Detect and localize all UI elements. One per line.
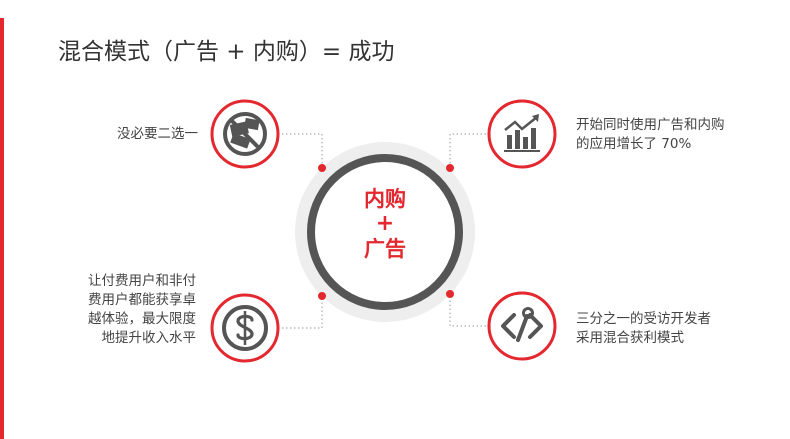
- label-line: 越体验，最大限度: [88, 311, 196, 327]
- label-top-left-text: 没必要二选一: [117, 126, 198, 142]
- dot-bottom-left: [318, 292, 326, 300]
- center-top-text: 内购: [364, 187, 406, 211]
- connector-top-left: [278, 133, 323, 168]
- dollar-coin-icon: [222, 305, 268, 351]
- connector-bottom-left: [278, 296, 323, 329]
- connector-bottom-right: [449, 294, 490, 327]
- label-bottom-right: 三分之一的受访开发者 采用混合获利模式: [576, 310, 711, 348]
- icon-ring-top-right: [487, 99, 557, 169]
- accent-bar: [0, 18, 4, 439]
- label-line: 地提升收入水平: [101, 330, 197, 346]
- label-line: 的应用增长了 70%: [576, 136, 692, 152]
- center-plus: +: [375, 211, 395, 236]
- label-line: 费用户都能获享卓: [88, 292, 196, 308]
- label-line: 让付费用户和非付: [88, 273, 196, 289]
- dot-top-left: [318, 164, 326, 172]
- label-bottom-left: 让付费用户和非付 费用户都能获享卓 越体验，最大限度 地提升收入水平: [88, 272, 196, 348]
- label-line: 采用混合获利模式: [576, 330, 684, 346]
- connector-top-right: [449, 133, 490, 168]
- page-title: 混合模式（广告 + 内购）= 成功: [58, 39, 395, 65]
- no-choice-icon: [223, 112, 267, 156]
- dot-top-right: [446, 164, 454, 172]
- dev-tools-icon: [501, 307, 543, 342]
- label-line: 开始同时使用广告和内购: [576, 117, 725, 133]
- label-line: 三分之一的受访开发者: [576, 311, 711, 327]
- growth-chart-icon: [504, 114, 540, 152]
- label-top-left: 没必要二选一: [117, 125, 198, 144]
- center-label: 内购 + 广告: [330, 186, 440, 262]
- center-ring: [307, 154, 463, 310]
- label-top-right: 开始同时使用广告和内购 的应用增长了 70%: [576, 116, 725, 154]
- dot-bottom-right: [446, 290, 454, 298]
- center-bottom-text: 广告: [364, 237, 406, 261]
